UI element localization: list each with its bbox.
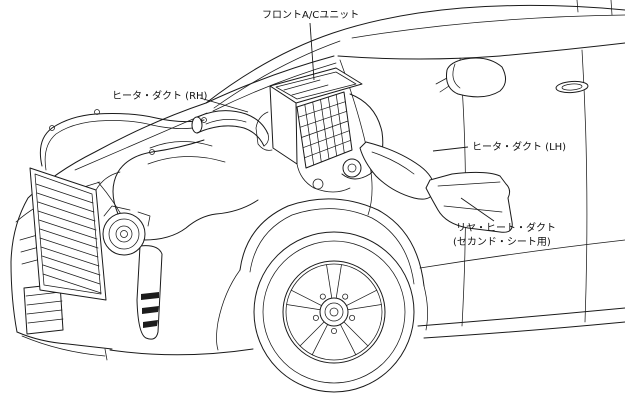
front-wheel <box>253 231 415 393</box>
front-ac-unit <box>255 67 384 193</box>
label-rear-heat-duct-line1: リヤ・ヒート・ダクト <box>456 221 556 234</box>
label-front-ac-unit: フロントA/Cユニット <box>262 10 359 21</box>
leader-front-ac-unit <box>309 22 315 81</box>
callouts: フロントA/Cユニット ヒータ・ダクト (RH) ヒータ・ダクト (LH) リヤ… <box>112 10 566 248</box>
leader-heater-duct-lh <box>432 146 469 152</box>
side-mirror <box>435 57 506 98</box>
wheel-spokes <box>286 264 382 356</box>
lug-nuts <box>312 293 356 334</box>
leader-heater-duct-rh <box>199 97 249 113</box>
label-rear-heat-duct-line2: (セカンド・シート用) <box>453 236 551 248</box>
label-heater-duct-lh: ヒータ・ダクト (LH) <box>472 140 566 153</box>
car-body-outline <box>10 0 625 356</box>
ac-hoses <box>39 109 259 241</box>
heater-duct-lh <box>359 141 435 200</box>
heater-duct-rh <box>191 110 269 147</box>
leader-rear-heat-duct <box>460 197 495 222</box>
door-handle <box>555 80 589 94</box>
label-heater-duct-rh: ヒータ・ダクト (RH) <box>112 89 208 102</box>
ac-compressor <box>102 205 151 256</box>
ac-condenser <box>29 167 107 301</box>
rear-heat-duct <box>425 171 513 233</box>
